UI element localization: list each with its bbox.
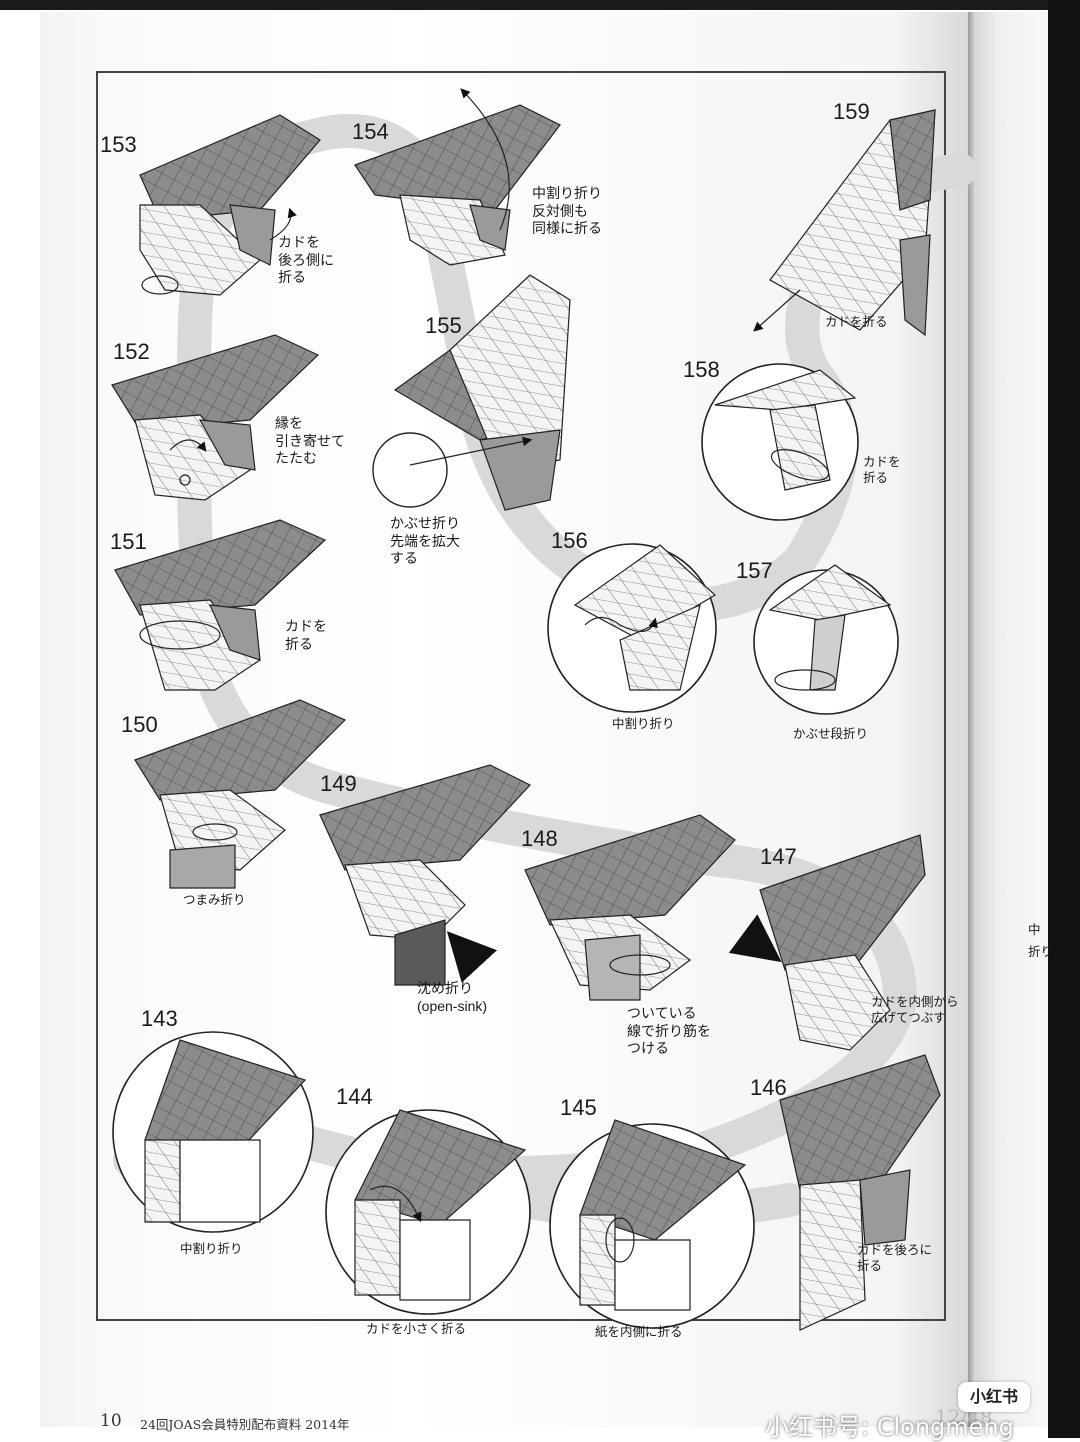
step-151-figure bbox=[114, 519, 327, 691]
diagram-frame bbox=[96, 71, 946, 1321]
step-158-figure bbox=[701, 363, 859, 521]
step-154-figure bbox=[354, 88, 561, 266]
step-note-155: かぶせ折り 先端を拡大 する bbox=[390, 515, 460, 566]
step-number-146: 146 bbox=[750, 1075, 787, 1100]
step-number-149: 149 bbox=[320, 771, 357, 796]
step-number-150: 150 bbox=[121, 712, 158, 737]
step-number-155: 155 bbox=[425, 313, 462, 338]
step-note-157: かぶせ段折り bbox=[793, 727, 869, 741]
step-143-figure bbox=[112, 1031, 314, 1233]
step-note-144: カドを小さく折る bbox=[366, 1322, 467, 1336]
step-152-figure bbox=[111, 334, 320, 501]
step-149-figure bbox=[319, 764, 531, 986]
step-number-159: 159 bbox=[833, 99, 870, 124]
step-number-154: 154 bbox=[352, 119, 389, 144]
step-number-153: 153 bbox=[100, 132, 137, 157]
step-note-159: カドを折る bbox=[825, 315, 888, 329]
step-note-153: カドを 後ろ側に 折る bbox=[278, 234, 334, 285]
step-note-158: カドを 折る bbox=[863, 455, 901, 485]
step-number-156: 156 bbox=[551, 528, 588, 553]
step-number-151: 151 bbox=[110, 529, 147, 554]
step-note-148: ついている 線で折り筋を つける bbox=[627, 1005, 711, 1056]
step-156-figure bbox=[547, 543, 717, 713]
step-number-145: 145 bbox=[560, 1095, 597, 1120]
step-number-158: 158 bbox=[683, 357, 720, 382]
step-number-148: 148 bbox=[521, 826, 558, 851]
step-note-146: カドを後ろに 折る bbox=[857, 1243, 933, 1273]
next-page-edge bbox=[976, 12, 1048, 1427]
step-note-151: カドを 折る bbox=[285, 618, 327, 652]
step-number-143: 143 bbox=[141, 1006, 178, 1031]
next-page-label-1: 中 bbox=[1028, 923, 1041, 937]
xiaohongshu-logo: 小红书 bbox=[958, 1382, 1030, 1412]
step-number-147: 147 bbox=[760, 844, 797, 869]
step-157-figure bbox=[753, 564, 899, 715]
step-145-figure bbox=[549, 1119, 755, 1329]
book-spine bbox=[968, 12, 976, 1427]
watermark-text: 小红书号: Clongmeng bbox=[765, 1413, 1014, 1441]
step-153-figure bbox=[139, 114, 321, 296]
step-159-figure bbox=[753, 109, 936, 337]
step-note-149: 沈め折り (open-sink) bbox=[417, 980, 488, 1014]
step-note-156: 中割り折り bbox=[612, 717, 675, 731]
next-page-label-2: 折り bbox=[1028, 945, 1054, 959]
step-note-143: 中割り折り bbox=[180, 1242, 243, 1256]
step-number-144: 144 bbox=[336, 1084, 373, 1109]
step-note-154: 中割り折り 反対側も 同様に折る bbox=[532, 185, 602, 236]
step-150-figure bbox=[134, 699, 347, 889]
step-148-figure bbox=[524, 814, 736, 1001]
scan-right-edge bbox=[1048, 0, 1080, 1438]
step-number-152: 152 bbox=[113, 339, 150, 364]
step-note-152: 縁を 引き寄せて たたむ bbox=[275, 415, 345, 466]
step-144-figure bbox=[325, 1109, 531, 1315]
step-146-figure bbox=[779, 1054, 941, 1331]
step-note-150: つまみ折り bbox=[183, 893, 246, 907]
scan-top-edge bbox=[0, 0, 1080, 10]
step-note-147: カドを内側から 広げてつぶす bbox=[871, 995, 959, 1025]
footer-publication: 24回JOAS会員特別配布資料 2014年 bbox=[140, 1417, 350, 1432]
step-155-figure bbox=[372, 274, 571, 511]
step-147-figure bbox=[728, 834, 926, 1051]
step-note-145: 紙を内側に折る bbox=[595, 1325, 683, 1339]
step-number-157: 157 bbox=[736, 558, 773, 583]
page-number: 10 bbox=[100, 1411, 122, 1431]
